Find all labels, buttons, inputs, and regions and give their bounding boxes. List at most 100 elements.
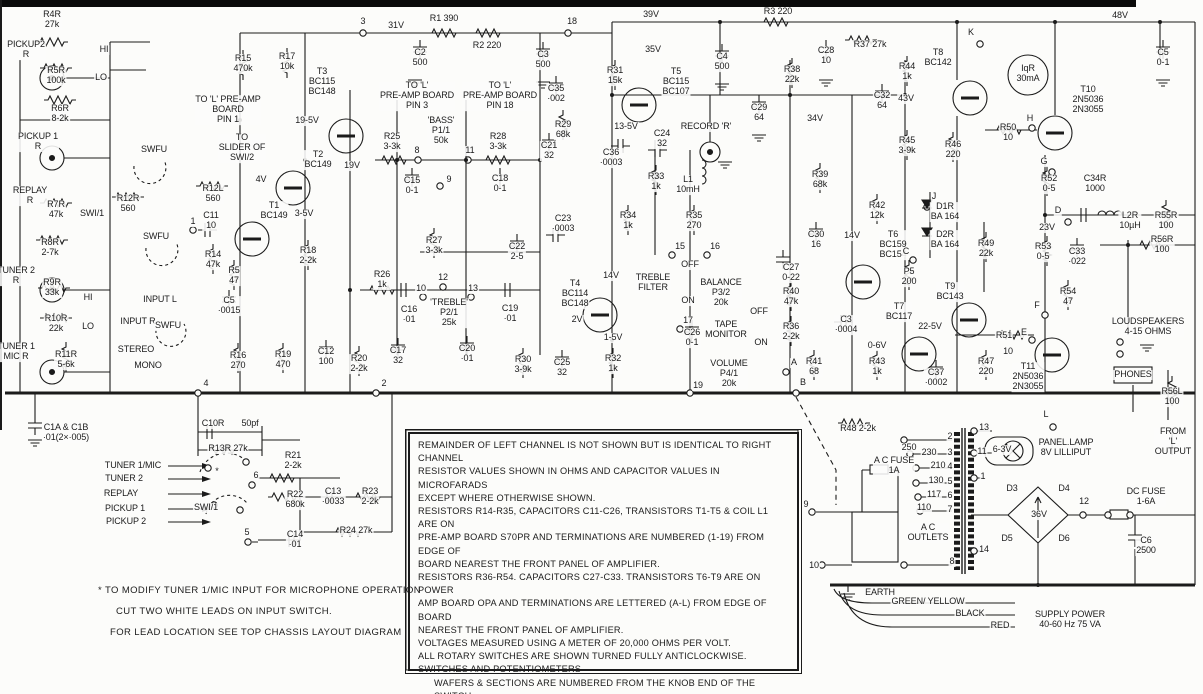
component-label: R26 1k bbox=[372, 269, 392, 290]
component-label: RECORD 'R' bbox=[679, 121, 733, 132]
component-label: R48 2-2k bbox=[839, 423, 877, 434]
transformer-core bbox=[961, 428, 966, 574]
component-label: C11 10 bbox=[202, 210, 220, 231]
component-label: REPLAY bbox=[102, 488, 140, 499]
component-label: C33 ·022 bbox=[1067, 246, 1087, 267]
component-label: R14 47k bbox=[203, 249, 223, 270]
component-label: 43V bbox=[897, 93, 915, 104]
component-label: GREEN/ YELLOW bbox=[890, 596, 966, 607]
component-label: R27 3-3k bbox=[424, 235, 444, 256]
component-label: 31V bbox=[387, 20, 405, 31]
notes-line: EXCEPT WHERE OTHERWISE SHOWN. bbox=[418, 492, 596, 503]
component-label: 2 bbox=[946, 431, 954, 442]
component-label: 10 bbox=[808, 560, 820, 571]
component-label: TO 'L' PRE-AMP BOARD PIN 18 bbox=[461, 80, 539, 111]
footnote-line: CUT TWO WHITE LEADS ON INPUT SWITCH. bbox=[116, 606, 333, 617]
component-label: D1R BA 164 bbox=[929, 201, 961, 222]
component-label: C1A & C1B ·01(2×·005) bbox=[41, 422, 91, 443]
component-label: C2 500 bbox=[411, 47, 429, 68]
transistor-T3 bbox=[328, 118, 364, 154]
component-label: 13-5V bbox=[613, 121, 639, 132]
component-label: PHONES bbox=[1113, 369, 1153, 380]
notes-line: BOARD NEAREST THE FRONT PANEL OF AMPLIFI… bbox=[418, 558, 660, 569]
component-label: TO SLIDER OF SWI/2 bbox=[217, 132, 267, 163]
component-label: D5 bbox=[1000, 533, 1014, 544]
component-label: LO bbox=[81, 321, 95, 332]
component-label: C5 ·0015 bbox=[216, 295, 242, 316]
notes-line: RESISTORS R14-R35, CAPACITORS C11-C26, T… bbox=[418, 506, 769, 530]
component-label: C30 16 bbox=[806, 229, 826, 250]
component-label: 11 bbox=[976, 446, 988, 457]
component-label: T5 BC115 BC107 bbox=[661, 66, 691, 97]
component-label: R47 220 bbox=[976, 356, 996, 377]
component-label: R3 220 bbox=[762, 6, 794, 17]
component-label: R19 470 bbox=[273, 349, 293, 370]
component-label: 48V bbox=[1111, 10, 1129, 21]
component-label: 117 bbox=[925, 489, 943, 500]
component-label: R34 1k bbox=[618, 210, 638, 231]
component-label: OFF bbox=[680, 259, 700, 270]
component-label: R38 22k bbox=[782, 64, 802, 85]
component-label: R37 27k bbox=[852, 39, 888, 50]
component-label: 10 bbox=[1002, 346, 1014, 357]
component-label: C22 2-5 bbox=[507, 241, 527, 262]
component-label: 36V bbox=[1030, 509, 1048, 520]
component-label: 2V bbox=[570, 314, 584, 325]
component-label: C28 10 bbox=[816, 45, 836, 66]
component-label: L2R 10µH bbox=[1118, 210, 1142, 231]
component-label: T10 2N5036 2N3055 bbox=[1071, 84, 1105, 115]
component-label: R40 47k bbox=[781, 286, 801, 307]
component-label: R1 390 bbox=[428, 13, 460, 24]
component-label: R45 3-9k bbox=[897, 135, 917, 156]
component-label: 19 bbox=[692, 380, 704, 391]
component-label: 1 bbox=[979, 471, 987, 482]
component-label: R43 1k bbox=[867, 356, 887, 377]
component-label: C12 100 bbox=[316, 346, 336, 367]
component-label: PICKUP 2 bbox=[104, 516, 148, 527]
component-label: SWFU bbox=[153, 320, 183, 331]
component-label: R41 68 bbox=[804, 356, 824, 377]
component-label: R6R 8-2k bbox=[50, 103, 70, 124]
footnote-line: FOR LEAD LOCATION SEE TOP CHASSIS LAYOUT… bbox=[110, 627, 402, 638]
dc-fuse-glyph bbox=[1109, 509, 1129, 520]
component-label: R52 0-5 bbox=[1039, 173, 1059, 194]
component-label: HI bbox=[98, 44, 110, 55]
component-label: R44 1k bbox=[897, 61, 917, 82]
component-label: 11 bbox=[464, 145, 476, 156]
transistor-T10 bbox=[1037, 115, 1073, 151]
component-label: MONO bbox=[133, 360, 163, 371]
component-label: 19V bbox=[343, 160, 361, 171]
component-label: R23 2-2k bbox=[360, 486, 380, 507]
notes-line: AMP BOARD OPA AND TERMINATIONS ARE LETTE… bbox=[418, 598, 767, 622]
component-label: R42 12k bbox=[867, 200, 887, 221]
component-label: R20 2-2k bbox=[349, 353, 369, 374]
component-label: 39V bbox=[642, 9, 660, 20]
component-label: TREBLE FILTER bbox=[634, 272, 672, 293]
scan-left-edge bbox=[0, 0, 2, 430]
component-label: R51 bbox=[994, 330, 1014, 341]
footnote-line: * TO MODIFY TUNER 1/MIC INPUT FOR MICROP… bbox=[98, 585, 421, 596]
component-label: 6-3V bbox=[991, 444, 1013, 455]
component-label: R33 1k bbox=[646, 171, 666, 192]
component-label: C17 32 bbox=[388, 345, 408, 366]
component-label: 110 bbox=[915, 502, 933, 513]
component-label: T11 2N5036 2N3055 bbox=[1011, 361, 1045, 392]
component-label: TO 'L' PRE-AMP BOARD PIN 3 bbox=[378, 80, 456, 111]
component-label: 3 bbox=[359, 16, 367, 27]
component-label: R28 3-3k bbox=[488, 131, 508, 152]
component-label: L bbox=[1042, 409, 1050, 420]
component-label: R5R 100k bbox=[45, 65, 67, 86]
component-label: 10 bbox=[415, 283, 427, 294]
component-label: T8 BC142 bbox=[923, 47, 953, 68]
component-label: T2 BC149 bbox=[303, 149, 333, 170]
component-label: TAPE MONITOR bbox=[704, 319, 748, 340]
component-label: C13 ·0033 bbox=[320, 486, 346, 507]
ac-outlets-box bbox=[851, 511, 899, 563]
component-label: 1 bbox=[189, 216, 197, 227]
component-label: 16 bbox=[709, 241, 721, 252]
component-label: R35 270 bbox=[684, 210, 704, 231]
component-label: R10R 22k bbox=[43, 313, 69, 334]
component-label: T9 BC143 bbox=[935, 281, 965, 302]
component-label: PICKUP 1 R bbox=[16, 131, 60, 152]
